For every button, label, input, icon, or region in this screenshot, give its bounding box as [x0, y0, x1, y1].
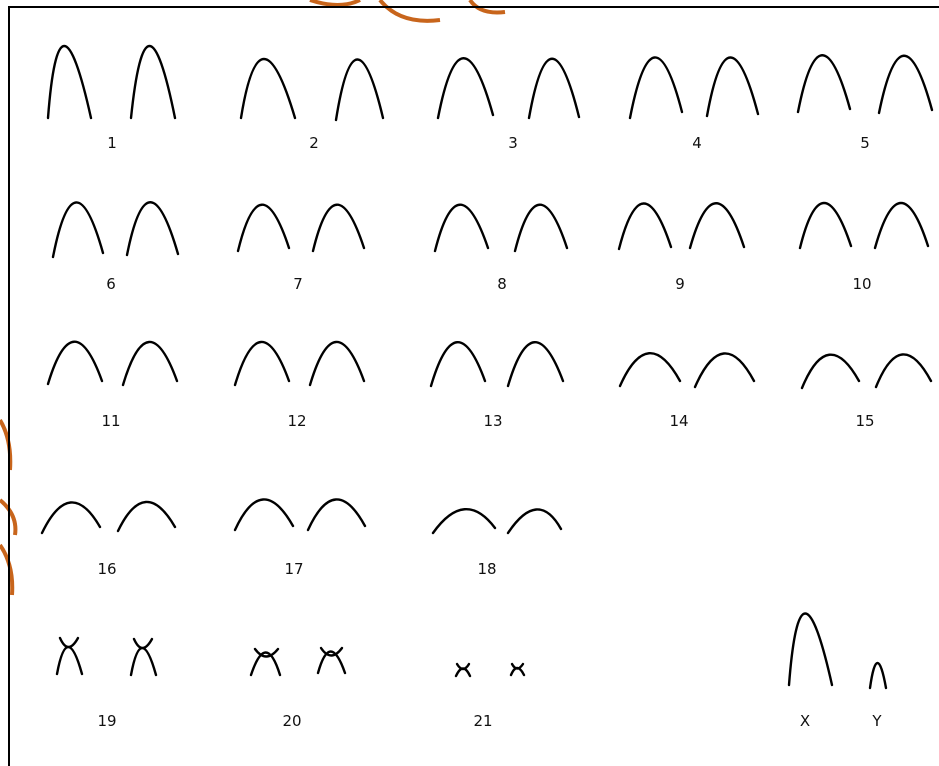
chromosome-20-a [251, 649, 280, 675]
chromosome-6-b [127, 202, 178, 255]
chromosome-19-a [57, 638, 82, 674]
chromosome-label-14: 14 [669, 412, 688, 430]
chromosome-1-a [48, 46, 91, 118]
chromosome-11-b [123, 342, 177, 385]
karyotype-diagram: 1 2 3 4 5 6 7 8 9 10 11 1 [10, 8, 939, 766]
chromosome-label-15: 15 [855, 412, 874, 430]
chromosome-7-a [238, 205, 289, 251]
chromosome-5-a [798, 55, 850, 112]
chromosome-label-21: 21 [473, 712, 492, 730]
chromosome-12-a [235, 342, 289, 385]
chromosome-14-a [620, 353, 680, 386]
chromosome-label-6: 6 [106, 275, 116, 293]
chromosome-y [870, 663, 886, 688]
chromosome-2-a [241, 59, 295, 118]
chromosome-18-a [433, 509, 495, 533]
chromosome-20-b [318, 648, 345, 673]
chromosome-label-1: 1 [107, 134, 117, 152]
chromosome-10-b [875, 203, 928, 248]
chromosome-16-b [118, 502, 175, 531]
chromosome-12-b [310, 342, 364, 385]
chromosome-label-20: 20 [282, 712, 301, 730]
chromosome-7-b [313, 205, 364, 251]
chromosome-3-b [529, 59, 579, 118]
chromosome-8-b [515, 205, 567, 251]
karyotype-panel: 1 2 3 4 5 6 7 8 9 10 11 1 [8, 6, 939, 766]
chromosome-label-8: 8 [497, 275, 507, 293]
chromosome-16-a [42, 502, 100, 533]
chromosome-label-19: 19 [97, 712, 116, 730]
chromosome-9-a [619, 203, 671, 249]
chromosome-label-9: 9 [675, 275, 685, 293]
chromosome-10-a [800, 203, 851, 248]
chromosome-13-b [508, 342, 563, 386]
chromosome-label-12: 12 [287, 412, 306, 430]
chromosome-15-b [876, 354, 931, 387]
chromosome-18-b [508, 509, 561, 533]
chromosome-11-a [48, 342, 102, 384]
chromosome-label-3: 3 [508, 134, 518, 152]
chromosome-2-b [336, 59, 383, 120]
chromosome-15-a [802, 355, 859, 388]
chromosome-label-7: 7 [293, 275, 303, 293]
chromosome-3-a [438, 58, 493, 118]
chromosome-label-2: 2 [309, 134, 319, 152]
chromosome-5-b [879, 56, 932, 113]
chromosome-4-b [707, 57, 758, 116]
chromosome-x [789, 614, 832, 686]
chromosome-8-a [435, 205, 488, 251]
chromosome-label-4: 4 [692, 134, 702, 152]
chromosome-label-y: Y [871, 712, 882, 730]
chromosome-17-b [308, 499, 365, 530]
chromosome-14-b [695, 353, 754, 387]
chromosome-label-17: 17 [284, 560, 303, 578]
chromosome-label-16: 16 [97, 560, 116, 578]
chromosome-21-b [511, 664, 524, 675]
chromosome-17-a [235, 499, 293, 530]
chromosome-4-a [630, 57, 682, 118]
chromosome-label-18: 18 [477, 560, 496, 578]
chromosome-21-a [456, 664, 470, 676]
chromosome-label-10: 10 [852, 275, 871, 293]
chromosome-9-b [690, 203, 744, 248]
chromosome-label-13: 13 [483, 412, 502, 430]
chromosome-19-b [131, 639, 156, 675]
chromosome-13-a [431, 342, 485, 386]
chromosome-label-5: 5 [860, 134, 870, 152]
chromosome-label-x: X [800, 712, 810, 730]
chromosome-1-b [131, 46, 175, 118]
chromosome-label-11: 11 [101, 412, 120, 430]
chromosome-6-a [53, 202, 103, 257]
